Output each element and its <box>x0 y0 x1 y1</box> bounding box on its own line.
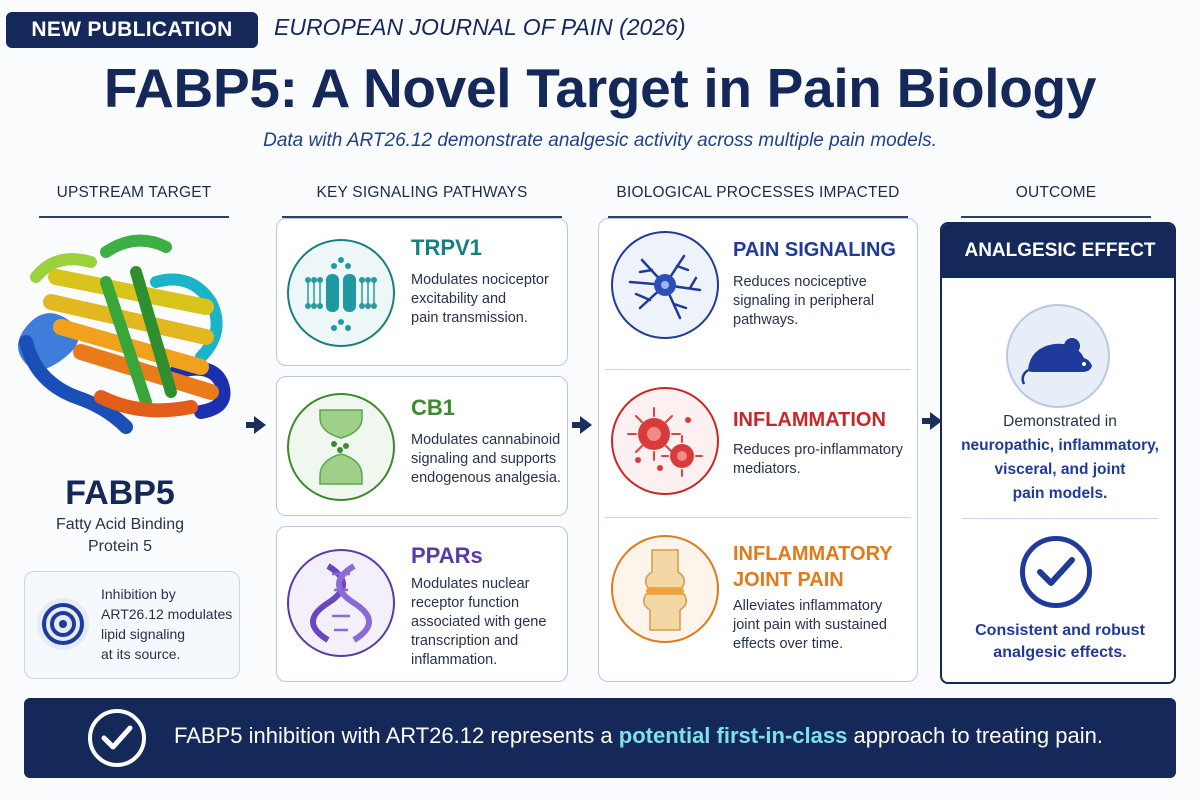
check-icon <box>88 709 146 767</box>
process-description: Alleviates inflammatory joint pain with … <box>733 597 915 654</box>
desc-line: Alleviates inflammatory <box>733 598 883 614</box>
inhibition-note-text: Inhibition by ART26.12 modulates lipid s… <box>101 584 237 664</box>
process-description: Reduces nociceptive signaling in periphe… <box>733 273 915 330</box>
desc-line: Reduces nociceptive <box>733 274 867 290</box>
pathway-description: Modulates nociceptor excitability and pa… <box>411 271 563 328</box>
page-title: FABP5: A Novel Target in Pain Biology <box>103 57 1097 119</box>
process-title: INFLAMMATORY JOINT PAIN <box>733 541 893 593</box>
arrow-icon <box>246 416 266 434</box>
dna-icon <box>287 549 395 657</box>
column-header-processes: BIOLOGICAL PROCESSES IMPACTED <box>598 184 918 218</box>
desc-line: mediators. <box>733 461 801 477</box>
outcome-line: Demonstrated in <box>1003 413 1117 430</box>
pathway-title: PPARs <box>411 543 483 568</box>
desc-line: endogenous analgesia. <box>411 470 561 486</box>
divider <box>962 518 1158 519</box>
page-subtitle: Data with ART26.12 demonstrate analgesic… <box>263 130 937 151</box>
desc-line: Modulates nuclear <box>411 576 530 592</box>
desc-line: joint pain with sustained <box>733 617 887 633</box>
outcome-line: visceral, and joint <box>994 461 1126 478</box>
note-line: Inhibition by <box>101 586 176 602</box>
outcome-line: pain models. <box>1012 485 1108 502</box>
target-icon <box>35 596 91 652</box>
neuron-icon <box>611 231 719 339</box>
desc-line: inflammation. <box>411 652 498 668</box>
pathway-description: Modulates cannabinoid signaling and supp… <box>411 431 567 488</box>
target-full-name: Fatty Acid Binding Protein 5 <box>20 514 220 558</box>
target-name: FABP5 <box>65 474 175 512</box>
footer-banner: FABP5 inhibition with ART26.12 represent… <box>24 698 1176 778</box>
publication-badge: NEW PUBLICATION <box>6 12 258 48</box>
desc-line: receptor function <box>411 595 520 611</box>
outcome-panel: ANALGESIC EFFECT Demonstrated in neuropa… <box>940 222 1176 684</box>
footer-highlight: potential first-in-class <box>618 723 848 748</box>
process-title: PAIN SIGNALING <box>733 239 896 261</box>
processes-panel: PAIN SIGNALING Reduces nociceptive signa… <box>598 218 918 682</box>
column-header-upstream: UPSTREAM TARGET <box>30 184 238 218</box>
column-header-label: OUTCOME <box>1015 184 1097 201</box>
column-header-label: KEY SIGNALING PATHWAYS <box>316 184 528 201</box>
desc-line: excitability and <box>411 291 507 307</box>
outcome-header: ANALGESIC EFFECT <box>942 224 1174 278</box>
note-line: lipid signaling <box>101 626 186 642</box>
check-icon <box>1020 536 1092 608</box>
desc-line: effects over time. <box>733 636 844 652</box>
desc-line: Reduces pro-inflammatory <box>733 442 904 458</box>
column-header-outcome: OUTCOME <box>958 184 1154 218</box>
divider <box>605 369 911 370</box>
process-description: Reduces pro-inflammatory mediators. <box>733 441 915 479</box>
pathway-title: CB1 <box>411 395 456 420</box>
pathway-description: Modulates nuclear receptor function asso… <box>411 575 565 670</box>
desc-line: pain transmission. <box>411 310 528 326</box>
inhibition-note: Inhibition by ART26.12 modulates lipid s… <box>24 571 240 679</box>
outcome-conclusion: Consistent and robust analgesic effects. <box>950 620 1170 664</box>
mouse-icon <box>1006 304 1110 408</box>
protein-structure-icon <box>6 222 244 462</box>
process-title-line: INFLAMMATORY <box>733 543 893 565</box>
note-line: ART26.12 modulates <box>101 606 233 622</box>
desc-line: pathways. <box>733 312 799 328</box>
process-title-line: JOINT PAIN <box>733 569 844 591</box>
footer-text: FABP5 inhibition with ART26.12 represent… <box>174 723 619 748</box>
outcome-line: neuropathic, inflammatory, <box>961 437 1159 454</box>
outcome-conclusion-line: Consistent and robust <box>975 622 1145 639</box>
column-header-label: UPSTREAM TARGET <box>56 184 212 201</box>
desc-line: signaling in peripheral <box>733 293 875 309</box>
note-line: at its source. <box>101 646 181 662</box>
journal-name: EUROPEAN JOURNAL OF PAIN (2026) <box>274 14 686 40</box>
receptor-icon <box>287 393 395 501</box>
inflammation-cells-icon <box>611 387 719 495</box>
target-full-name-line: Protein 5 <box>87 538 153 555</box>
target-full-name-line: Fatty Acid Binding <box>55 516 185 533</box>
pathway-card-trpv1: TRPV1 Modulates nociceptor excitability … <box>276 218 568 366</box>
column-header-pathways: KEY SIGNALING PATHWAYS <box>276 184 568 218</box>
arrow-icon <box>572 416 592 434</box>
footer-text: approach to treating pain. <box>847 723 1103 748</box>
desc-line: transcription and <box>411 633 519 649</box>
arrow-icon <box>922 412 942 430</box>
ion-channel-icon <box>287 239 395 347</box>
outcome-conclusion-line: analgesic effects. <box>993 644 1127 661</box>
footer-statement: FABP5 inhibition with ART26.12 represent… <box>174 723 1103 749</box>
desc-line: Modulates nociceptor <box>411 272 549 288</box>
divider <box>605 517 911 518</box>
pathway-card-ppars: PPARs Modulates nuclear receptor functio… <box>276 526 568 682</box>
process-title: INFLAMMATION <box>733 409 886 431</box>
desc-line: signaling and supports <box>411 451 557 467</box>
desc-line: associated with gene <box>411 614 547 630</box>
pathway-title: TRPV1 <box>411 235 482 260</box>
outcome-models: Demonstrated in neuropathic, inflammator… <box>950 410 1170 506</box>
desc-line: Modulates cannabinoid <box>411 432 561 448</box>
pathway-card-cb1: CB1 Modulates cannabinoid signaling and … <box>276 376 568 516</box>
joint-icon <box>611 535 719 643</box>
column-header-label: BIOLOGICAL PROCESSES IMPACTED <box>616 184 900 201</box>
